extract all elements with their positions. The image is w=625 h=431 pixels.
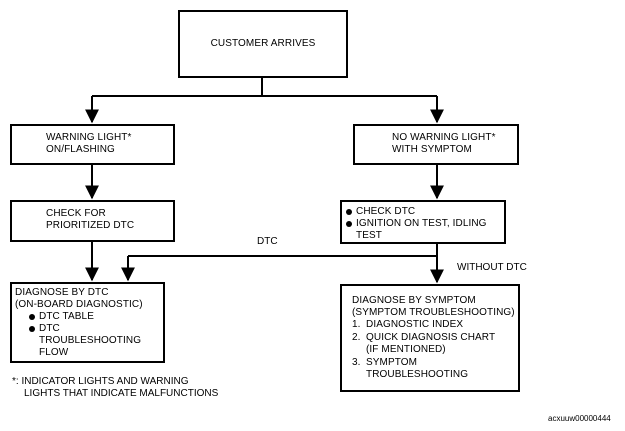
bullet-dtc-table: DTC TABLE (27, 311, 163, 323)
diagnose-by-dtc-box: DIAGNOSE BY DTC (ON-BOARD DIAGNOSTIC) DT… (10, 282, 165, 363)
check-prioritized-line-1: CHECK FOR (46, 208, 106, 219)
diagnose-by-symptom-box: DIAGNOSE BY SYMPTOM (SYMPTOM TROUBLESHOO… (340, 284, 520, 392)
warning-light-line-1: WARNING LIGHT* (46, 132, 132, 143)
check-dtc-box: CHECK DTC IGNITION ON TEST, IDLING TEST (340, 200, 506, 244)
step-diagnostic-index: 1. DIAGNOSTIC INDEX (352, 319, 464, 330)
without-dtc-edge-label: WITHOUT DTC (457, 262, 527, 273)
no-warning-light-box: NO WARNING LIGHT* WITH SYMPTOM (353, 124, 519, 165)
warning-light-line-2: ON/FLASHING (46, 144, 115, 155)
bullet-ignition-on-test: IGNITION ON TEST, IDLING TEST (344, 218, 504, 242)
step-quick-diagnosis-chart: 2. QUICK DIAGNOSIS CHART (IF MENTIONED) (352, 332, 496, 355)
diagnose-symptom-title-1: DIAGNOSE BY SYMPTOM (352, 295, 476, 306)
figure-reference: acxuuw00000444 (548, 414, 611, 423)
diagnose-dtc-title-2: (ON-BOARD DIAGNOSTIC) (15, 299, 143, 310)
warning-light-box: WARNING LIGHT* ON/FLASHING (10, 124, 175, 165)
diagnose-symptom-title-2: (SYMPTOM TROUBLESHOOTING) (352, 307, 515, 318)
footnote-line-1: *: INDICATOR LIGHTS AND WARNING (12, 376, 189, 387)
check-prioritized-dtc-box: CHECK FOR PRIORITIZED DTC (10, 200, 175, 242)
dtc-edge-label: DTC (257, 236, 278, 247)
footnote: *: INDICATOR LIGHTS AND WARNING LIGHTS T… (12, 376, 218, 400)
diagnose-dtc-title-1: DIAGNOSE BY DTC (15, 287, 109, 298)
step-symptom-troubleshooting: 3. SYMPTOM TROUBLESHOOTING (352, 357, 469, 380)
check-prioritized-line-2: PRIORITIZED DTC (46, 220, 135, 231)
customer-arrives-box: CUSTOMER ARRIVES (178, 10, 348, 78)
no-warning-light-line-1: NO WARNING LIGHT* (392, 132, 496, 143)
bullet-check-dtc: CHECK DTC (344, 206, 504, 218)
bullet-dtc-troubleshooting-flow: DTC TROUBLESHOOTING FLOW (27, 323, 163, 359)
customer-arrives-label: CUSTOMER ARRIVES (210, 38, 316, 49)
no-warning-light-line-2: WITH SYMPTOM (392, 144, 472, 155)
footnote-line-2: LIGHTS THAT INDICATE MALFUNCTIONS (24, 388, 219, 399)
